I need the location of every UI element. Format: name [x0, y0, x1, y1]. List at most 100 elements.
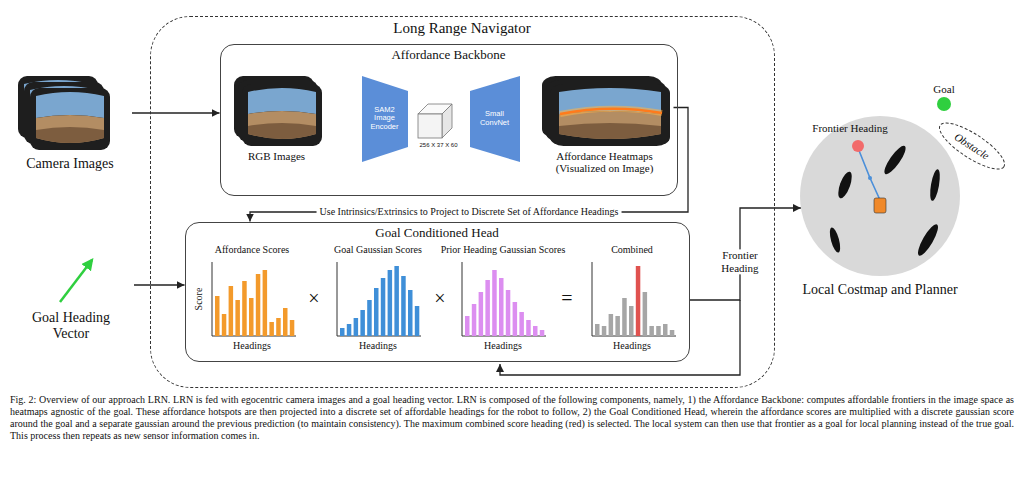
bar: [499, 278, 504, 336]
label: Combined: [611, 244, 653, 256]
node-text: Goal Heading Vector: [23, 310, 119, 342]
goal-vector-node: Goal Heading Vector: [8, 250, 134, 360]
bar: [540, 330, 545, 336]
bar: [269, 322, 274, 336]
bar: [670, 330, 675, 336]
connector: [134, 284, 185, 285]
bar: [374, 288, 379, 336]
bar: [663, 324, 668, 336]
path-waypoint: [868, 176, 872, 180]
label: Headings: [613, 340, 651, 352]
bar: [602, 326, 607, 336]
camera-photo: [30, 88, 110, 150]
obstacle-blob: [836, 170, 855, 200]
navigator-frame: Long Range NavigatorAffordance BackboneR…: [150, 16, 775, 388]
node-text: Affordance Heatmaps (Visualized on Image…: [536, 150, 674, 175]
obstacle-blob: [915, 222, 942, 258]
goal-heading-arrow: [60, 260, 92, 302]
chart-axis: [212, 262, 296, 336]
costmap-circle: Local Costmap and Planner: [790, 112, 970, 308]
bar: [485, 280, 490, 336]
bar: [401, 276, 406, 336]
bar: [465, 316, 470, 336]
bar: [479, 292, 484, 336]
label: Affordance Scores: [215, 244, 290, 256]
combined-bars: [595, 266, 674, 336]
figure-caption: Fig. 2: Overview of our approach LRN. LR…: [10, 394, 1014, 442]
chart-axis: [592, 262, 676, 336]
bar: [609, 314, 614, 336]
bar: [215, 296, 220, 336]
obstacle-blob: [828, 226, 842, 253]
bar: [222, 314, 227, 336]
node-text: Local Costmap and Planner: [790, 282, 970, 298]
heatmap-line: [560, 109, 662, 114]
bar: [381, 278, 386, 336]
obstacle-blob: [881, 143, 909, 177]
cube-side: [442, 104, 452, 138]
image-stack-node: Camera Images: [8, 70, 132, 180]
node-text: Affordance Backbone: [221, 48, 677, 63]
rgb-photo: [242, 84, 322, 146]
bar: [229, 286, 234, 336]
edge-label: Frontier Heading: [712, 249, 768, 274]
bar: [249, 298, 254, 336]
connector: [250, 108, 688, 222]
feature-tensor: 256 X 37 X 60: [410, 96, 468, 156]
costmap-disc: [800, 116, 960, 276]
node-text: Long Range Navigator: [151, 20, 773, 37]
bar: [360, 310, 365, 336]
node-text: SAM2 Image Encoder: [365, 106, 405, 132]
label: Headings: [233, 340, 271, 352]
feedback-wire: [500, 300, 740, 375]
node-text: Goal Conditioned Head: [186, 226, 689, 241]
label: =: [561, 287, 572, 310]
bar: [506, 290, 511, 336]
label: ×: [434, 287, 445, 310]
bar: [526, 320, 531, 336]
label: Headings: [359, 340, 397, 352]
label: ×: [308, 287, 319, 310]
connector: [132, 112, 220, 113]
bar: [367, 300, 372, 336]
decoder-trapezoid: Small ConvNet: [470, 76, 520, 162]
bar: [656, 326, 661, 336]
frontier-dot: [852, 140, 864, 152]
bar: [472, 304, 477, 336]
obstacle-blob: [928, 169, 941, 202]
bar: [263, 270, 268, 336]
bar: [492, 270, 497, 336]
bar: [519, 312, 524, 336]
dashed-ellipse: [934, 115, 1011, 177]
connector: [690, 208, 801, 300]
bar: [340, 328, 345, 336]
bar: [415, 306, 420, 336]
bar: [283, 308, 288, 336]
bar: [649, 326, 654, 336]
module-box: Affordance BackboneRGB Images SAM2 Image …: [220, 44, 678, 196]
bar: [533, 326, 538, 336]
label: Goal: [933, 83, 954, 96]
trapezoid: [470, 76, 520, 162]
label: Goal Gaussian Scores: [334, 244, 422, 256]
bar: [622, 298, 627, 336]
bar: [276, 318, 281, 336]
goal-dot: [937, 97, 951, 111]
node-text: Small ConvNet: [473, 110, 517, 127]
bar: [513, 302, 518, 336]
bar: [629, 306, 634, 336]
chart-axis: [462, 262, 546, 336]
bar: [408, 290, 413, 336]
heatmap-photo: [550, 84, 670, 146]
goal-gaussian-bars: [340, 266, 419, 336]
bar: [235, 300, 240, 336]
prior-gaussian-bars: [465, 270, 544, 336]
bar: [394, 266, 399, 336]
label: Prior Heading Gaussian Scores: [441, 244, 566, 256]
bar: [595, 324, 600, 336]
encoder-trapezoid: SAM2 Image Encoder: [362, 76, 408, 162]
bar: [615, 316, 620, 336]
node-text: RGB Images: [228, 150, 326, 163]
bar: [242, 281, 247, 336]
chart-axis: [337, 262, 421, 336]
